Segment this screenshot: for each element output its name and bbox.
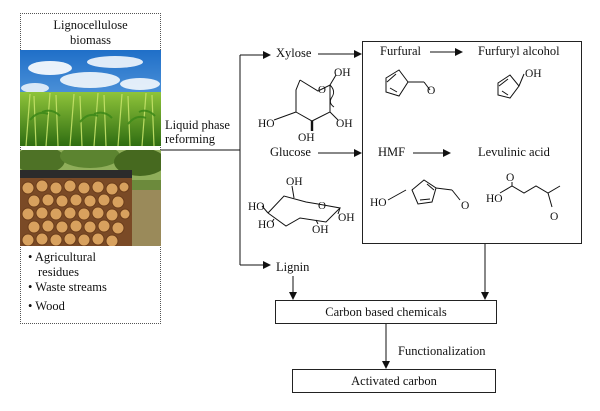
hmf-ho: HO	[370, 197, 387, 209]
label-lignin: Lignin	[276, 260, 310, 274]
glucose-ring	[267, 195, 342, 227]
hmf-ring	[411, 179, 437, 205]
activated-carbon-box	[292, 369, 496, 393]
cornfield-photo	[20, 50, 161, 146]
products-box	[362, 41, 582, 244]
xylose-ho: HO	[258, 118, 275, 130]
list-item-agricultural-cont: residues	[38, 265, 79, 279]
label-glucose: Glucose	[270, 145, 311, 159]
levulinic-o-2: O	[550, 211, 559, 223]
label-hmf: HMF	[378, 145, 406, 159]
glucose-oh-2: OH	[312, 224, 329, 236]
process-label-line2: reforming	[165, 132, 215, 146]
biomass-title-line1: Lignocellulose	[53, 18, 128, 32]
list-item-waste: • Waste streams	[28, 280, 107, 294]
label-functionalization: Functionalization	[398, 344, 486, 358]
process-label-line1: Liquid phase	[165, 118, 230, 132]
wood-pile-photo	[20, 150, 161, 246]
glucose-ring-o: O	[318, 200, 326, 212]
label-furfural: Furfural	[380, 44, 421, 58]
xylose-ring-o: O	[318, 84, 326, 96]
glucose-ho-2: HO	[258, 219, 275, 231]
label-levulinic-acid: Levulinic acid	[478, 145, 550, 159]
xylose-oh-2: OH	[298, 132, 315, 144]
hmf-o: O	[461, 200, 470, 212]
list-item-wood: • Wood	[28, 299, 65, 313]
glucose-ho-1: HO	[248, 201, 265, 213]
furfuryl-alcohol-ring	[497, 74, 520, 99]
carbon-chemicals-box	[275, 300, 497, 324]
furfuryl-alcohol-oh: OH	[525, 68, 542, 80]
glucose-oh-1: OH	[286, 176, 303, 188]
xylose-oh-1: OH	[334, 67, 351, 79]
levulinic-o-1: O	[506, 172, 515, 184]
glucose-oh-3: OH	[338, 212, 355, 224]
biomass-title-line2: biomass	[70, 33, 111, 47]
furfural-o: O	[427, 85, 436, 97]
xylose-ring	[295, 79, 331, 122]
biomass-source-list: • Agricultural residues • Waste streams …	[28, 250, 107, 314]
xylose-oh-3: OH	[336, 118, 353, 130]
list-item-agricultural: • Agricultural	[28, 250, 96, 264]
label-carbon-chemicals: Carbon based chemicals	[325, 305, 447, 319]
levulinic-chain	[499, 185, 561, 194]
label-activated-carbon: Activated carbon	[351, 374, 437, 388]
furfural-ring	[385, 69, 409, 97]
label-xylose: Xylose	[276, 46, 312, 60]
levulinic-ho: HO	[486, 193, 503, 205]
label-furfuryl-alcohol: Furfuryl alcohol	[478, 44, 560, 58]
